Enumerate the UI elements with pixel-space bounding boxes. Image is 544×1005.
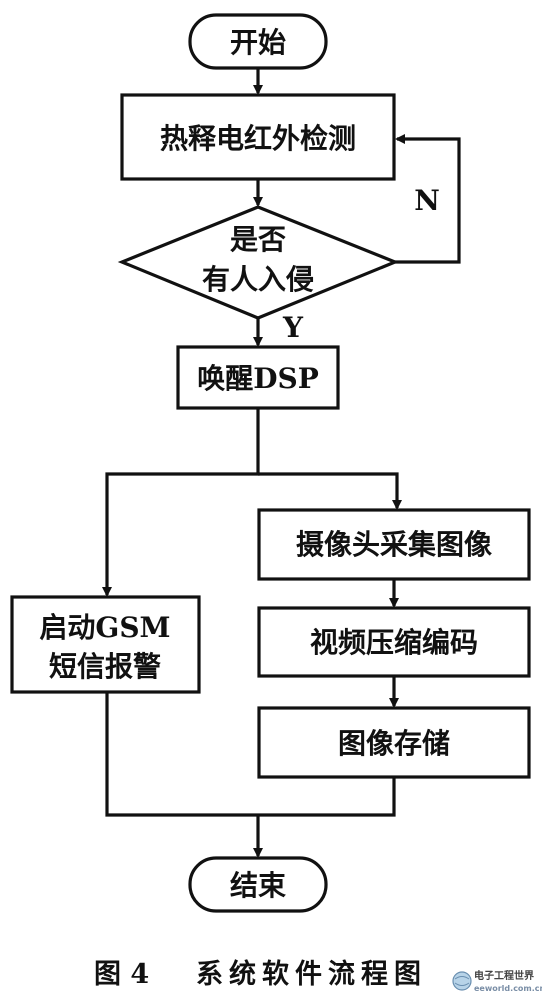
- store-node: 图像存储: [257, 706, 531, 779]
- edge-gsm-to-merge: [105, 692, 258, 817]
- store-label: 图像存储: [338, 727, 450, 760]
- edge-label-yes: Y: [282, 311, 304, 344]
- decision-label-line2: 有人入侵: [202, 263, 314, 296]
- decision-label-line1: 是否: [230, 223, 286, 256]
- detect-node: 热释电红外检测: [120, 93, 396, 181]
- wake-label: 唤醒DSP: [197, 362, 319, 395]
- watermark-text-cn: 电子工程世界: [474, 969, 534, 982]
- edge-store-to-merge: [258, 777, 396, 817]
- edge-wake-to-capture: [258, 472, 402, 510]
- start-node: 开始: [188, 13, 328, 70]
- eeworld-watermark-logo: 电子工程世界 eeworld.com.cn: [452, 969, 542, 993]
- gsm-label-line1: 启动GSM: [39, 611, 170, 644]
- detect-label: 热释电红外检测: [160, 122, 356, 155]
- gsm-node: 启动GSM 短信报警: [10, 595, 201, 694]
- figure-label: 图 4: [94, 959, 149, 990]
- end-node: 结束: [188, 856, 328, 913]
- edges: [102, 68, 461, 858]
- edge-label-no: N: [414, 184, 440, 217]
- globe-icon: [452, 971, 472, 991]
- start-label: 开始: [230, 26, 286, 59]
- edge-wake-to-gsm: [102, 408, 260, 597]
- compress-node: 视频压缩编码: [257, 606, 531, 678]
- compress-label: 视频压缩编码: [310, 626, 478, 659]
- figure-title: 系统软件流程图: [196, 958, 427, 990]
- capture-label: 摄像头采集图像: [296, 528, 493, 561]
- watermark-text-en: eeworld.com.cn: [474, 984, 542, 993]
- edge-decision-no-loop: [395, 134, 461, 264]
- gsm-label-line2: 短信报警: [49, 650, 161, 683]
- decision-node: 是否 有人入侵: [117, 205, 400, 320]
- wake-node: 唤醒DSP: [176, 345, 340, 410]
- capture-node: 摄像头采集图像: [257, 508, 531, 581]
- end-label: 结束: [230, 869, 286, 902]
